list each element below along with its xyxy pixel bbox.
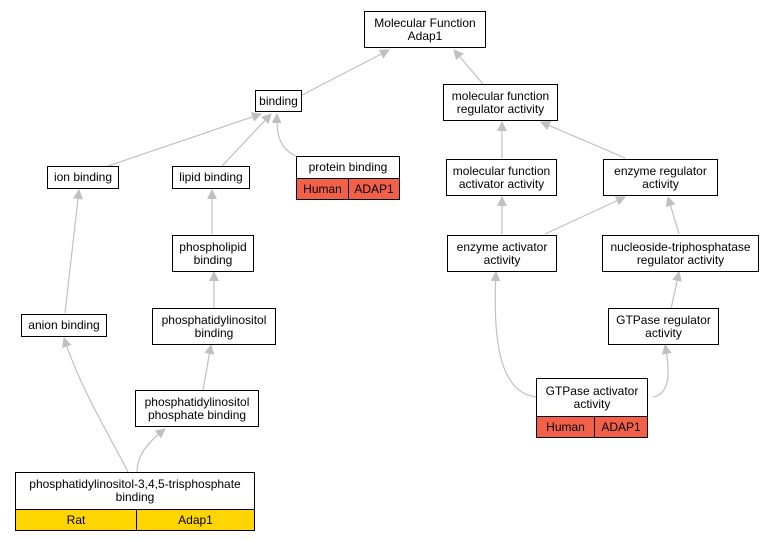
node-phosphatidylinositol-phosphate-binding[interactable]: phosphatidylinositol phosphate binding	[135, 390, 259, 427]
node-lipid-binding[interactable]: lipid binding	[172, 166, 250, 189]
annotation-row: Rat Adap1	[16, 509, 254, 530]
gene-cell: Adap1	[136, 510, 254, 530]
edge-gtaa-gtra	[652, 344, 672, 398]
species-cell: Human	[303, 182, 342, 196]
edge-binding-root	[301, 49, 390, 96]
node-label: molecular function activator activity	[452, 163, 551, 191]
node-label: protein binding	[308, 160, 388, 174]
edge-anion-ion	[64, 189, 83, 314]
node-label: anion binding	[28, 318, 100, 332]
node-label: lipid binding	[179, 170, 243, 184]
node-binding[interactable]: binding	[255, 90, 302, 112]
annotation-row: Human ADAP1	[297, 178, 399, 199]
gene-cell: ADAP1	[348, 179, 399, 199]
node-phospholipid-binding[interactable]: phospholipid binding	[172, 235, 254, 272]
edge-mfra-root	[453, 49, 484, 85]
node-gtpase-activator-activity[interactable]: GTPase activator activity Human ADAP1	[536, 378, 648, 438]
node-label: molecular function regulator activity	[451, 88, 550, 116]
node-phosphatidylinositol-binding[interactable]: phosphatidylinositol binding	[152, 308, 276, 345]
species-cell: Human	[546, 420, 585, 434]
node-label: enzyme regulator activity	[614, 163, 707, 191]
node-label: phospholipid binding	[179, 239, 247, 267]
edge-era-mfra	[540, 120, 626, 159]
gene-cell: ADAP1	[594, 417, 647, 437]
edge-pip3-pipb	[136, 428, 166, 473]
node-label: nucleoside-triphosphatase regulator acti…	[610, 239, 751, 267]
node-gtpase-regulator-activity[interactable]: GTPase regulator activity	[608, 308, 719, 345]
annotation-row: Human ADAP1	[537, 416, 647, 437]
node-label: phosphatidylinositol phosphate binding	[144, 394, 250, 422]
node-molecular-function-regulator-activity[interactable]: molecular function regulator activity	[443, 84, 558, 121]
node-label: GTPase activator activity	[545, 383, 639, 411]
node-label: enzyme activator activity	[456, 239, 548, 267]
node-phosphatidylinositol-345-trisphosphate-binding[interactable]: phosphatidylinositol-3,4,5-trisphosphate…	[15, 472, 255, 531]
edge-gtaa-eaa	[490, 271, 538, 398]
node-anion-binding[interactable]: anion binding	[21, 314, 107, 337]
node-molecular-function-activator-activity[interactable]: molecular function activator activity	[446, 159, 557, 196]
node-protein-binding[interactable]: protein binding Human ADAP1	[296, 156, 400, 200]
node-enzyme-activator-activity[interactable]: enzyme activator activity	[447, 235, 557, 272]
species-cell: Rat	[66, 513, 86, 527]
edge-ntra-era	[665, 196, 680, 235]
node-nucleoside-triphosphatase-regulator-activity[interactable]: nucleoside-triphosphatase regulator acti…	[602, 235, 759, 272]
edge-gtra-ntra	[670, 271, 682, 310]
node-label: binding	[259, 93, 298, 108]
edge-eaa-era	[544, 196, 626, 235]
edge-pip3-anion	[61, 337, 129, 473]
edge-protein-binding	[271, 113, 297, 157]
node-ion-binding[interactable]: ion binding	[47, 166, 119, 189]
node-label: ion binding	[53, 170, 113, 184]
node-label: Molecular Function Adap1	[374, 15, 476, 43]
edge-ion-binding	[107, 112, 262, 167]
node-label: phosphatidylinositol-3,4,5-trisphosphate…	[29, 477, 241, 504]
edge-lipid-binding	[221, 113, 272, 167]
edge-pipb-pib	[202, 344, 215, 391]
node-label: phosphatidylinositol binding	[161, 312, 267, 340]
node-enzyme-regulator-activity[interactable]: enzyme regulator activity	[603, 159, 718, 196]
node-label: GTPase regulator activity	[616, 312, 711, 340]
node-molecular-function-adap1[interactable]: Molecular Function Adap1	[364, 11, 486, 48]
